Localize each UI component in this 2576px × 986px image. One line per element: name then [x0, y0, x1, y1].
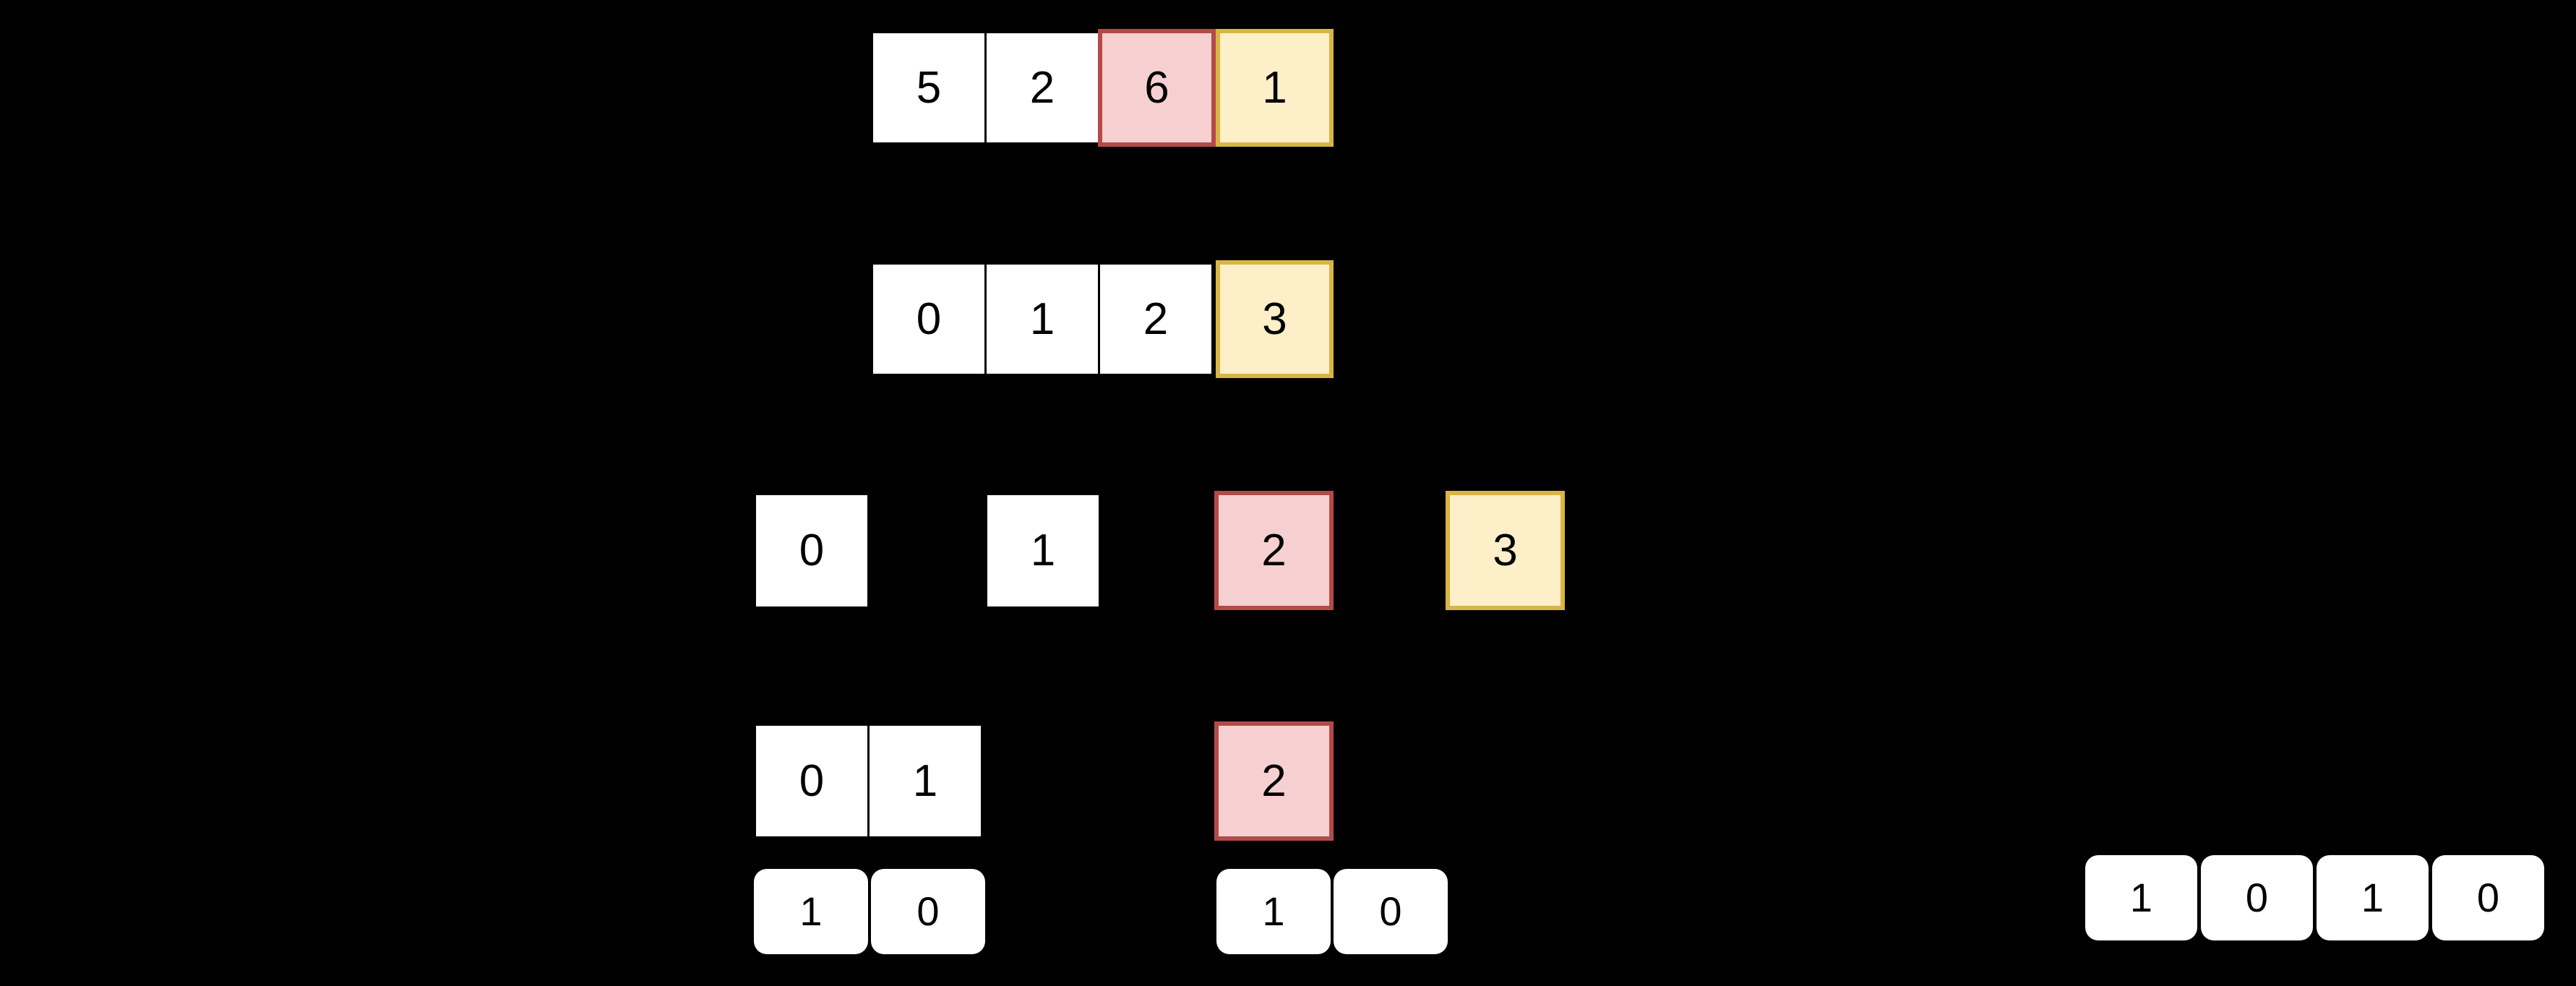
cell-label: 6	[1144, 62, 1169, 113]
cell-spread-row-3[interactable]: 3	[1446, 491, 1565, 610]
cell-pair-row-1[interactable]: 1	[867, 724, 983, 839]
cell-binary-row-right-3[interactable]: 0	[2432, 855, 2544, 940]
cell-spread-row-0[interactable]: 0	[754, 493, 870, 609]
cell-label: 2	[1029, 62, 1055, 113]
cell-values-row-0[interactable]: 5	[871, 31, 987, 145]
cell-label: 5	[916, 62, 942, 113]
cell-values-row-2[interactable]: 6	[1098, 29, 1216, 147]
cell-index-row-0[interactable]: 0	[871, 262, 987, 376]
cell-label: 1	[1030, 526, 1056, 575]
cell-label: 0	[916, 293, 942, 344]
cell-binary-row-middle-1[interactable]: 0	[1334, 869, 1448, 954]
cell-label: 1	[2129, 875, 2153, 920]
cell-label: 1	[799, 888, 823, 934]
cell-binary-row-right-1[interactable]: 0	[2201, 855, 2313, 940]
cell-binary-row-middle-0[interactable]: 1	[1216, 869, 1331, 954]
cell-label: 0	[2476, 875, 2500, 920]
cell-spread-row-1[interactable]: 1	[985, 493, 1101, 609]
cell-label: 0	[799, 526, 825, 575]
cell-index-row-1[interactable]: 1	[984, 262, 1100, 376]
cell-index-row-3[interactable]: 3	[1216, 260, 1334, 378]
cell-binary-row-left-1[interactable]: 0	[871, 869, 985, 954]
cell-index-row-2[interactable]: 2	[1098, 262, 1214, 376]
cell-pair-row-0[interactable]: 0	[754, 724, 870, 839]
cell-spread-row-2[interactable]: 2	[1214, 491, 1334, 610]
cell-label: 0	[2245, 875, 2269, 920]
cell-label: 1	[912, 755, 938, 806]
cell-label: 2	[1143, 293, 1169, 344]
cell-label: 3	[1262, 293, 1287, 344]
cell-values-row-1[interactable]: 2	[984, 31, 1100, 145]
cell-label: 2	[1261, 755, 1287, 806]
cell-label: 0	[1379, 888, 1402, 934]
cell-binary-row-right-0[interactable]: 1	[2085, 855, 2197, 940]
cell-pair-row-2[interactable]: 2	[1214, 721, 1334, 841]
cell-label: 1	[2361, 875, 2384, 920]
cell-binary-row-left-0[interactable]: 1	[754, 869, 868, 954]
cell-label: 0	[916, 888, 940, 934]
cell-label: 3	[1493, 525, 1518, 575]
cell-label: 1	[1262, 888, 1285, 934]
cell-label: 0	[799, 755, 825, 806]
cell-label: 1	[1029, 293, 1055, 344]
cell-label: 2	[1261, 525, 1287, 575]
cell-binary-row-right-2[interactable]: 1	[2317, 855, 2429, 940]
cell-values-row-3[interactable]: 1	[1216, 29, 1334, 147]
cell-label: 1	[1262, 62, 1287, 113]
